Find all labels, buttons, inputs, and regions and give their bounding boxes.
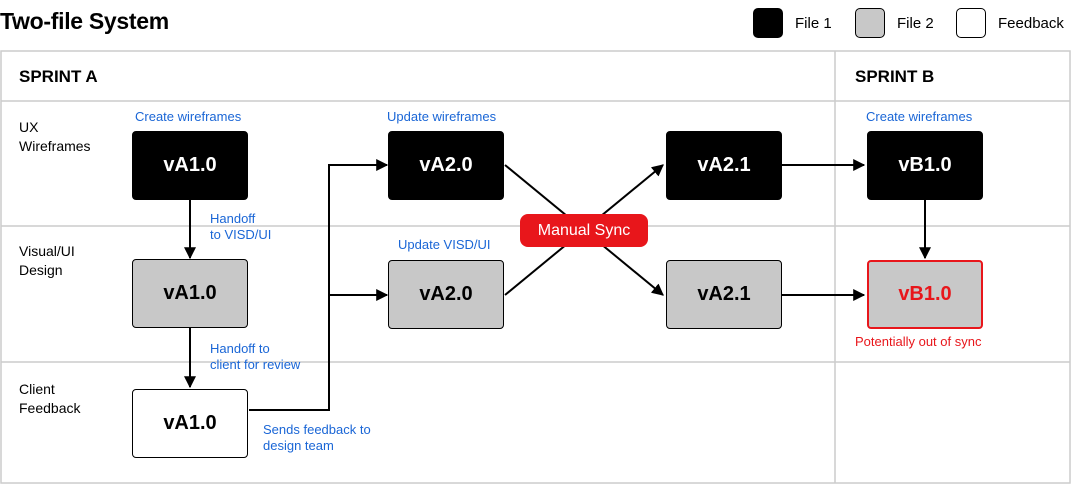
note-sends-feedback-line-2: design team <box>263 438 334 453</box>
row-label-ux-line-2: Wireframes <box>19 138 91 154</box>
grid-border <box>0 50 1071 484</box>
row-label-visual-line-2: Design <box>19 262 63 278</box>
row-label-client: Client Feedback <box>19 380 80 418</box>
note-handoff-client: Handoff to client for review <box>210 341 300 373</box>
row-label-ux-line-1: UX <box>19 119 39 135</box>
page-title: Two-file System <box>0 8 169 34</box>
legend-label-file-2: File 2 <box>897 15 934 32</box>
note-handoff-client-line-2: client for review <box>210 357 301 372</box>
note-create-wireframes-a: Create wireframes <box>135 109 242 124</box>
legend-label-file-1: File 1 <box>795 15 832 32</box>
manual-sync-badge: Manual Sync <box>520 214 648 247</box>
node-visual-va1-0: vA1.0 <box>132 259 248 328</box>
note-update-visd: Update VISD/UI <box>398 237 491 252</box>
note-sends-feedback: Sends feedback to design team <box>263 422 371 454</box>
row-label-client-line-1: Client <box>19 381 55 397</box>
note-handoff-visd-line-2: to VISD/UI <box>210 227 272 242</box>
node-ux-vb1-0: vB1.0 <box>867 131 983 200</box>
node-ux-va1-0: vA1.0 <box>132 131 248 200</box>
legend-swatch-file-2 <box>855 8 885 38</box>
row-label-client-line-2: Feedback <box>19 400 81 416</box>
note-sends-feedback-line-1: Sends feedback to <box>263 422 371 437</box>
node-ux-va2-0: vA2.0 <box>388 131 504 200</box>
row-label-visual: Visual/UI Design <box>19 242 75 280</box>
note-out-of-sync: Potentially out of sync <box>855 334 982 349</box>
sprint-a-header: SPRINT A <box>19 67 98 86</box>
row-label-visual-line-1: Visual/UI <box>19 243 75 259</box>
sprint-b-header: SPRINT B <box>855 67 935 86</box>
node-visual-va2-1: vA2.1 <box>666 260 782 329</box>
arrow-feedback-to-ux-a2 <box>249 159 389 411</box>
node-ux-va2-1: vA2.1 <box>666 131 782 200</box>
legend-label-feedback: Feedback <box>998 15 1064 32</box>
swimlane-grid <box>0 50 1071 484</box>
note-handoff-visd: Handoff to VISD/UI <box>210 211 271 243</box>
connectors <box>184 159 931 411</box>
node-visual-va2-0: vA2.0 <box>388 260 504 329</box>
legend-swatch-feedback <box>956 8 986 38</box>
node-feedback-va1-0: vA1.0 <box>132 389 248 458</box>
row-label-ux: UX Wireframes <box>19 118 91 156</box>
note-update-wireframes: Update wireframes <box>387 109 497 124</box>
node-visual-vb1-0-out-of-sync: vB1.0 <box>867 260 983 329</box>
note-create-wireframes-b: Create wireframes <box>866 109 973 124</box>
note-handoff-visd-line-1: Handoff <box>210 211 256 226</box>
legend-swatch-file-1 <box>753 8 783 38</box>
note-handoff-client-line-1: Handoff to <box>210 341 270 356</box>
